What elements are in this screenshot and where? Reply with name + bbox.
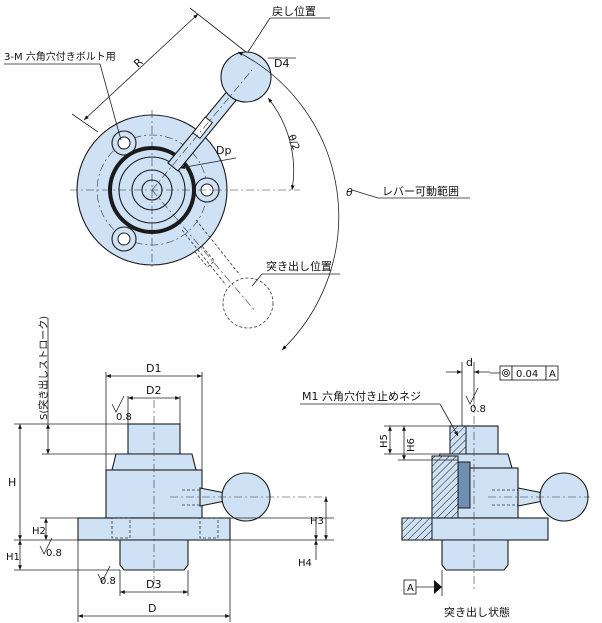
theta-label: θ	[346, 186, 353, 199]
bolt-holes-label: 3-M 六角穴付きボルト用	[4, 50, 116, 63]
front-view: D1 D2 D3 D S(突き出しストローク) H H1 H2	[6, 316, 334, 622]
d2-label: D2	[146, 384, 161, 397]
top-view: R θ/2 θ 戻し位置 3-M 六角穴付きボルト用 D4 Dp レバー可動範囲…	[4, 4, 470, 351]
radius-label: R	[131, 55, 146, 70]
lever-range-label: レバー可動範囲	[382, 184, 459, 198]
svg-text:A: A	[549, 369, 556, 380]
theta-half-label: θ/2	[285, 133, 301, 152]
d-label: D	[148, 602, 156, 615]
d3-label: D3	[146, 578, 161, 591]
bolt-hole	[111, 226, 137, 252]
small-d-label: d	[466, 356, 473, 369]
h1-label: H1	[6, 552, 20, 563]
roughness-mark: 0.8	[111, 395, 132, 423]
h-label: H	[8, 476, 16, 489]
h5-label: H5	[379, 434, 390, 448]
stroke-label: S(突き出しストローク)	[37, 316, 50, 420]
state-label: 突き出し状態	[444, 605, 510, 619]
m1-label: M1 六角穴付き止めネジ	[302, 389, 421, 403]
svg-text:0.8: 0.8	[100, 576, 116, 587]
svg-text:0.8: 0.8	[46, 548, 62, 559]
h2-label: H2	[32, 526, 46, 537]
datum-label: A	[407, 583, 414, 594]
roughness-mark: 0.8	[39, 537, 62, 559]
roughness-mark: 0.8	[97, 565, 116, 587]
h3-label: H3	[310, 516, 324, 527]
svg-text:0.04: 0.04	[516, 369, 538, 380]
body	[105, 469, 203, 519]
h6-label: H6	[406, 438, 417, 452]
dp-label: Dp	[216, 144, 231, 157]
d1-label: D1	[146, 362, 161, 375]
bolt-hole	[111, 130, 137, 156]
h4-label: H4	[298, 558, 312, 569]
pushout-position-label: 突き出し位置	[266, 259, 332, 273]
tolerance-frame: 0.04 A	[490, 365, 559, 381]
d4-label: D4	[274, 57, 289, 70]
svg-text:0.8: 0.8	[116, 412, 132, 423]
svg-text:0.8: 0.8	[470, 404, 486, 415]
bottom-spigot-sec	[441, 539, 509, 571]
return-position-label: 戻し位置	[272, 4, 316, 18]
section-view: d 0.04 A M1 六角穴付き止めネジ H5 H6 A 0	[300, 356, 590, 619]
